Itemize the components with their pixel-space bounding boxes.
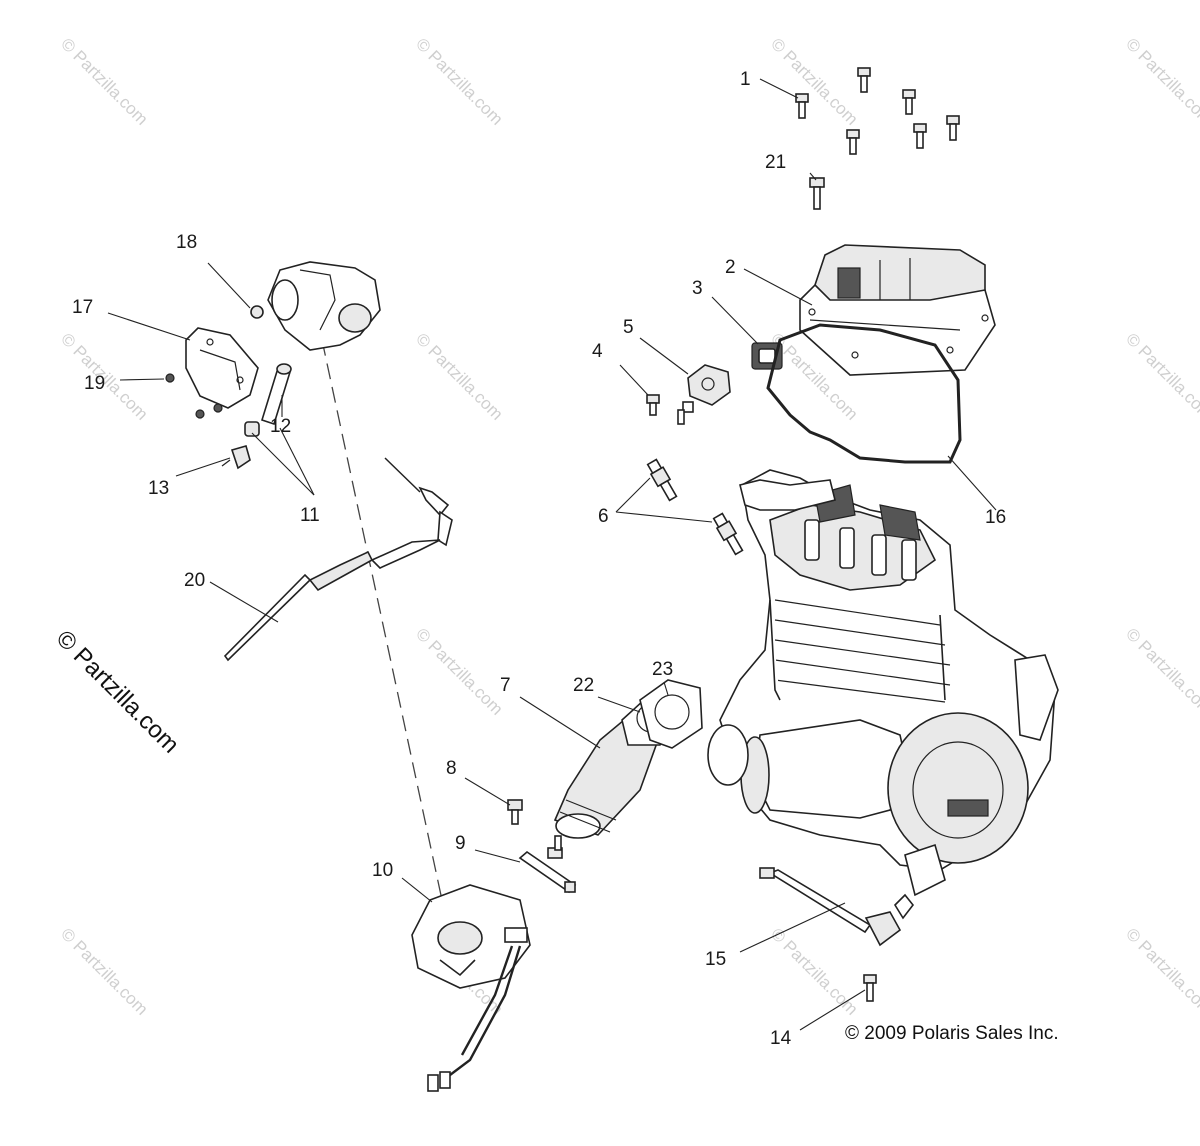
watermark-layer: © Partzilla.com © Partzilla.com © Partzi… <box>57 34 1200 1018</box>
side-watermark: © Partzilla.com <box>51 625 184 758</box>
idle-air-cover <box>185 327 259 409</box>
callout-5: 5 <box>623 317 634 338</box>
screw-19 <box>165 373 175 383</box>
watermark: © Partzilla.com <box>1122 924 1200 1018</box>
bolt <box>946 115 960 141</box>
watermark: © Partzilla.com <box>57 34 151 128</box>
throttle-cable <box>223 457 453 662</box>
bolt-14 <box>863 974 877 1002</box>
fuel-rail <box>518 850 577 894</box>
callout-labels: 1 2 3 4 5 6 7 8 9 10 11 12 13 14 15 16 1… <box>72 69 1006 1049</box>
engine-assembly <box>707 469 1059 897</box>
watermark: © Partzilla.com <box>767 34 861 128</box>
watermark: © Partzilla.com <box>1122 624 1200 718</box>
bolt-8 <box>507 799 523 825</box>
callout-14: 14 <box>770 1028 792 1049</box>
screw-18 <box>250 305 264 319</box>
intake-gasket-outer <box>639 679 703 749</box>
callout-22: 22 <box>573 675 594 696</box>
bolt <box>902 89 916 115</box>
callout-1: 1 <box>740 69 751 90</box>
callout-11: 11 <box>300 505 320 526</box>
callout-17: 17 <box>72 297 93 318</box>
callout-15: 15 <box>705 949 726 970</box>
watermark: © Partzilla.com <box>57 924 151 1018</box>
hose-12 <box>261 363 292 426</box>
bolt-1 <box>795 93 809 119</box>
bolt <box>913 123 927 149</box>
callout-4: 4 <box>592 341 603 362</box>
callout-19: 19 <box>84 373 105 394</box>
screw-4 <box>646 394 660 416</box>
bolts-group <box>795 67 960 210</box>
leader-lines <box>107 78 997 1031</box>
throttle-body-upper <box>267 261 381 351</box>
callout-23: 23 <box>652 659 673 680</box>
watermark: © Partzilla.com <box>1122 34 1200 128</box>
watermark: © Partzilla.com <box>412 624 506 718</box>
callout-21: 21 <box>765 152 786 173</box>
spark-plug <box>646 458 678 502</box>
sensor <box>677 364 731 425</box>
alignment-dash-line <box>321 339 443 901</box>
watermark: © Partzilla.com <box>767 924 861 1018</box>
watermark: © Partzilla.com <box>412 34 506 128</box>
callout-13: 13 <box>148 478 169 499</box>
copyright-notice: © 2009 Polaris Sales Inc. <box>845 1023 1059 1044</box>
bolt-21 <box>809 177 825 210</box>
callout-6: 6 <box>598 506 609 527</box>
bolt <box>857 67 871 93</box>
head-gasket <box>766 323 962 464</box>
callout-8: 8 <box>446 758 457 779</box>
callout-12: 12 <box>270 416 291 437</box>
callout-9: 9 <box>455 833 466 854</box>
watermark: © Partzilla.com <box>1122 329 1200 423</box>
spark-plug <box>712 512 744 556</box>
callout-10: 10 <box>372 860 393 881</box>
callout-16: 16 <box>985 507 1006 528</box>
callout-7: 7 <box>500 675 511 696</box>
throttle-body-lower <box>411 884 531 1092</box>
callout-3: 3 <box>692 278 703 299</box>
bolt <box>547 835 563 859</box>
callout-20: 20 <box>184 570 205 591</box>
screw <box>195 403 223 419</box>
fitting-11 <box>244 421 260 437</box>
bolt <box>846 129 860 155</box>
speed-sensor <box>759 867 915 947</box>
callout-18: 18 <box>176 232 197 253</box>
valve-cover <box>799 244 996 376</box>
callout-2: 2 <box>725 257 736 278</box>
fitting-13 <box>221 445 251 470</box>
watermark: © Partzilla.com <box>412 329 506 423</box>
